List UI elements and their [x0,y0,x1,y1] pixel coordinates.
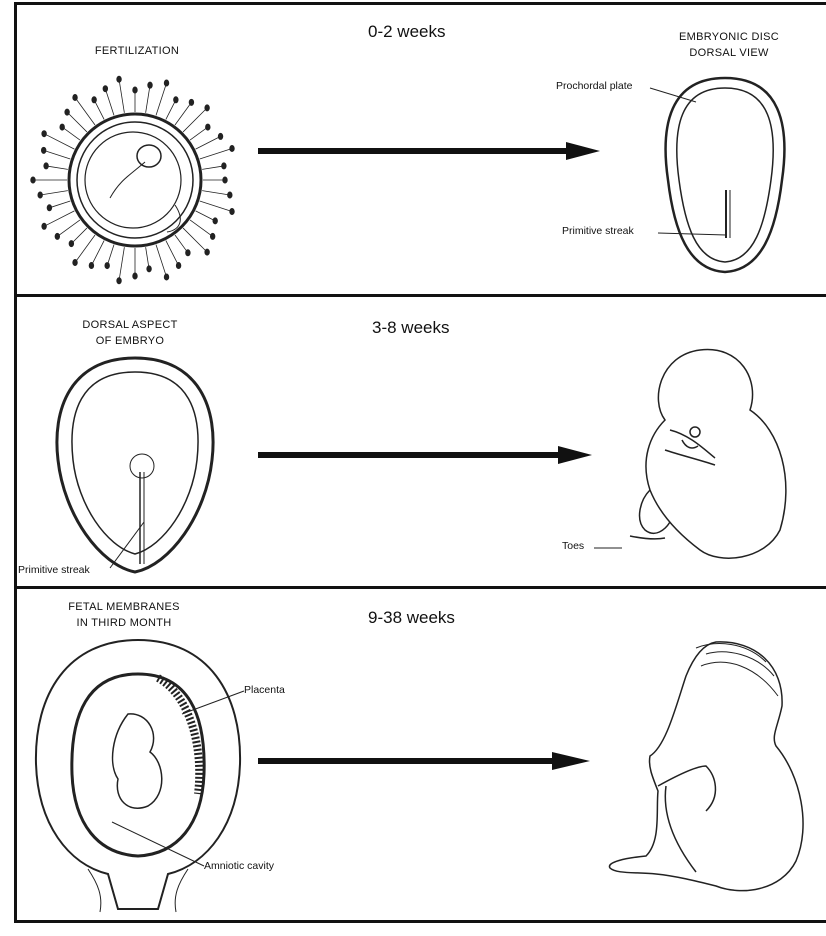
fetal-membranes-drawing [28,634,248,914]
fertilization-title: FERTILIZATION [62,44,212,58]
arrow-1-head [566,142,600,160]
prochordal-leader [650,86,710,106]
primitive-streak-label-1: Primitive streak [562,225,634,237]
left-border [14,2,17,923]
fetal-membranes-title: FETAL MEMBRANES [44,600,204,614]
of-embryo-title: OF EMBRYO [60,334,200,348]
placenta-leader [180,690,246,716]
week-label: 0-2 weeks [368,22,445,42]
amniotic-leader [110,820,206,868]
embryonic-disc-title: EMBRYONIC DISC [654,30,804,44]
third-month-title: IN THIRD MONTH [44,616,204,630]
prochordal-plate-label: Prochordal plate [556,80,632,92]
bottom-border [14,920,826,923]
toes-leader [594,546,624,550]
arrow-3-head [552,752,590,770]
dorsal-view-title: DORSAL VIEW [654,46,804,60]
arrow-1-shaft [258,148,576,154]
placenta-label: Placenta [244,684,285,696]
dorsal-aspect-title: DORSAL ASPECT [60,318,200,332]
primitive-streak-label-2: Primitive streak [18,564,90,576]
divider-2 [14,586,826,589]
embryo-8-weeks-drawing [620,340,800,570]
divider-1 [14,294,826,297]
week-label: 3-8 weeks [372,318,449,338]
amniotic-cavity-label: Amniotic cavity [204,860,274,872]
toes-label: Toes [562,540,584,552]
streak-leader-2 [110,520,150,570]
fetus-drawing [606,636,816,900]
fertilization-drawing [35,80,235,280]
arrow-2-shaft [258,452,568,458]
arrow-3-shaft [258,758,558,764]
arrow-2-head [558,446,592,464]
week-label: 9-38 weeks [368,608,455,628]
top-border [14,2,826,5]
streak-leader-1 [658,231,728,237]
